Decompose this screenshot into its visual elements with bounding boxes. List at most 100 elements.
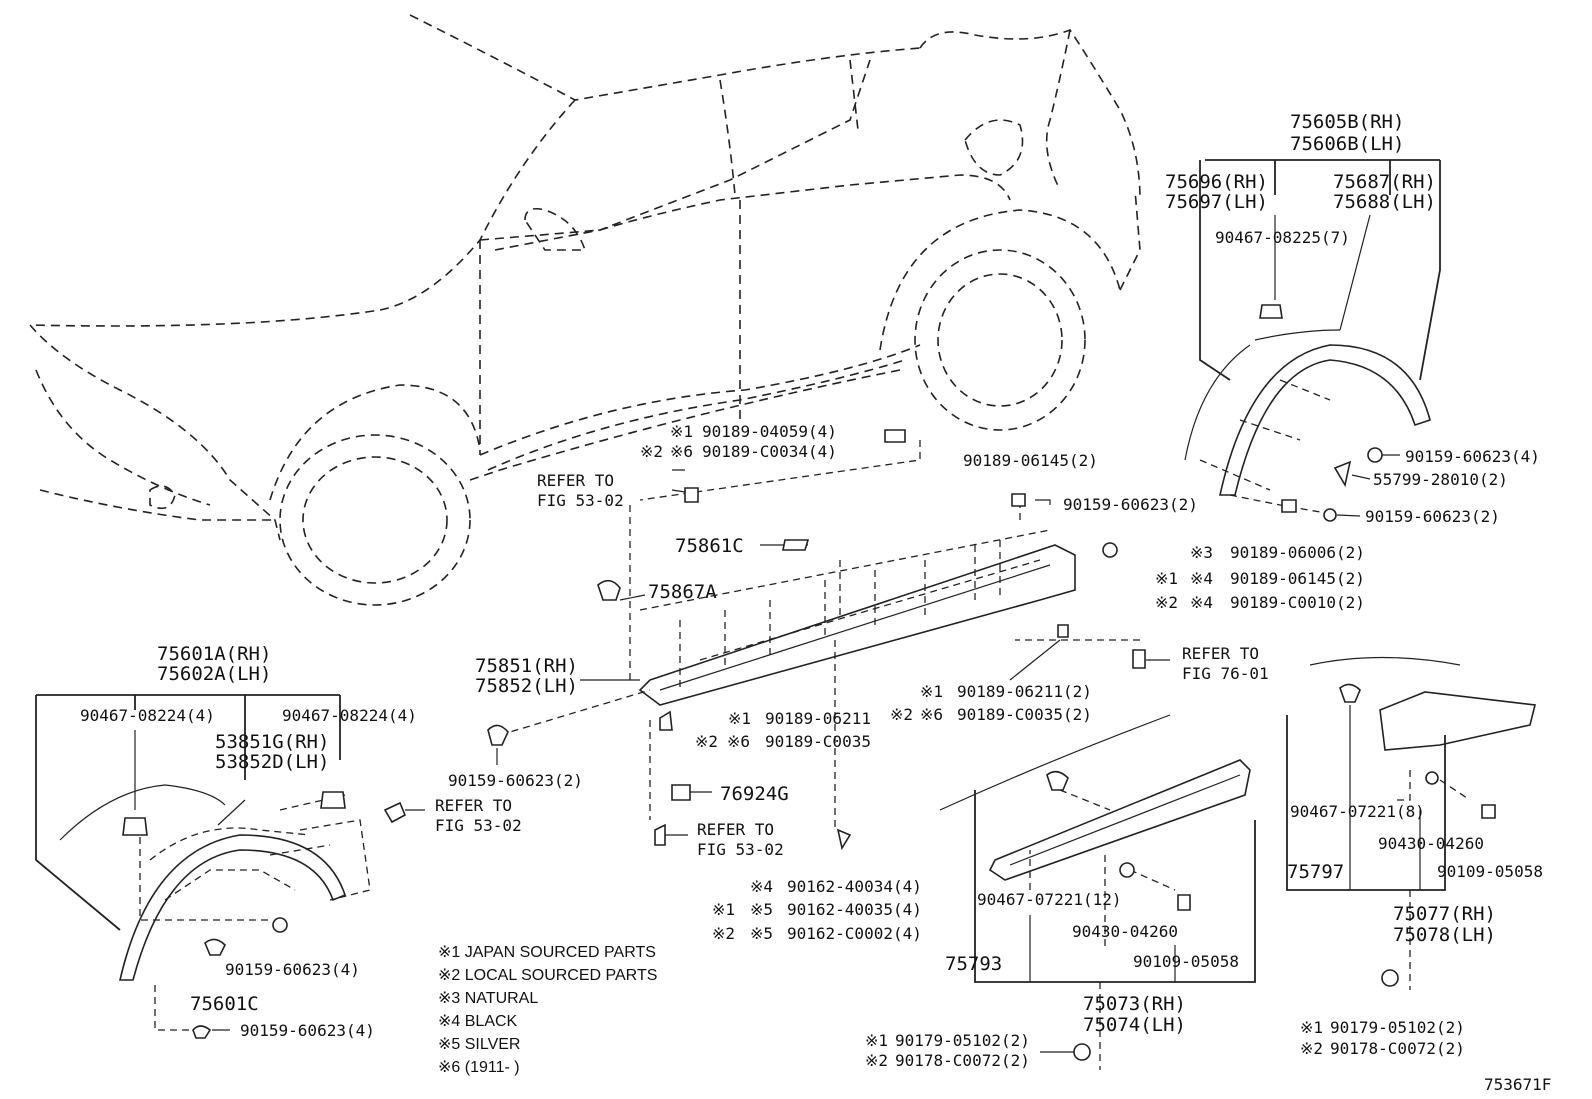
legend-6: ※6 (1911- ) [438, 1059, 520, 1076]
label-75601C: 75601C [190, 993, 259, 1015]
legend-5: ※5 SILVER [438, 1036, 520, 1053]
label-75601A: 75601A(RH) [157, 643, 271, 665]
label-90159-side: 90159-60623(2) [1063, 495, 1198, 514]
front-wheel-arch-group [35, 694, 425, 1039]
mark-2b: ※2 [1155, 593, 1178, 612]
mark-6d: ※6 [727, 732, 750, 751]
label-90162-40035: 90162-40035(4) [787, 900, 922, 919]
label-90178-C0072-a: 90178-C0072(2) [895, 1051, 1030, 1070]
label-75688: 75688(LH) [1333, 191, 1436, 213]
label-75606B: 75606B(LH) [1290, 133, 1404, 155]
refer-2b: FIG 76-01 [1182, 664, 1269, 683]
mark-5e: ※5 [750, 900, 773, 919]
mark-6c: ※6 [920, 705, 943, 724]
label-90159-fr1: 90159-60623(4) [225, 960, 360, 979]
refer-2a: REFER TO [1182, 644, 1259, 663]
mark-1c: ※1 [920, 682, 943, 701]
mark-2d: ※2 [695, 732, 718, 751]
label-75605B: 75605B(RH) [1290, 111, 1404, 133]
mark-4: ※4 [1190, 569, 1213, 588]
label-75602A: 75602A(LH) [157, 663, 271, 685]
mark-5f: ※5 [750, 924, 773, 943]
label-75797: 75797 [1287, 861, 1344, 883]
refer-3b: FIG 53-02 [697, 840, 784, 859]
label-90467-08225: 90467-08225(7) [1215, 228, 1350, 247]
mark-2: ※2 [640, 442, 663, 461]
label-90189-04059: 90189-04059(4) [702, 422, 837, 441]
label-90189-06145-top: 90189-06145(2) [963, 451, 1098, 470]
mark-4b: ※4 [1190, 593, 1213, 612]
figure-number: 753671F [1484, 1075, 1551, 1094]
label-90189-06211-2: 90189-06211(2) [957, 682, 1092, 701]
label-75867A: 75867A [648, 581, 717, 603]
mark-1b: ※1 [1155, 569, 1178, 588]
refer-4a: REFER TO [435, 796, 512, 815]
mark-4e: ※4 [750, 877, 773, 896]
label-75793: 75793 [945, 953, 1002, 975]
legend-4: ※4 BLACK [438, 1013, 518, 1030]
refer-1a: REFER TO [537, 471, 614, 490]
label-90189-C0034: 90189-C0034(4) [702, 442, 837, 461]
mark-6: ※6 [670, 442, 693, 461]
label-90467-07221-12: 90467-07221(12) [977, 890, 1122, 909]
label-90159-rr1: 90159-60623(4) [1405, 447, 1540, 466]
mark-2c: ※2 [890, 705, 913, 724]
label-90159-front: 90159-60623(2) [448, 771, 583, 790]
label-75696: 75696(RH) [1165, 171, 1268, 193]
mark-1e: ※1 [712, 900, 735, 919]
label-90189-C0010: 90189-C0010(2) [1230, 593, 1365, 612]
label-55799: 55799-28010(2) [1373, 470, 1508, 489]
label-90467-08224-r: 90467-08224(4) [282, 706, 417, 725]
label-90179-05102-b: 90179-05102(2) [1330, 1018, 1465, 1037]
mark-2g: ※2 [1300, 1039, 1323, 1058]
label-75852: 75852(LH) [475, 675, 578, 697]
label-75861C: 75861C [675, 535, 744, 557]
label-76924G: 76924G [720, 783, 789, 805]
label-90189-C0035: 90189-C0035 [765, 732, 871, 751]
label-90162-40034: 90162-40034(4) [787, 877, 922, 896]
mark-1d: ※1 [728, 709, 751, 728]
label-90179-05102-a: 90179-05102(2) [895, 1031, 1030, 1050]
vehicle-outline [29, 14, 1141, 606]
label-90109-05058-b: 90109-05058 [1437, 862, 1543, 881]
legend-2: ※2 LOCAL SOURCED PARTS [438, 967, 657, 984]
legend-1: ※1 JAPAN SOURCED PARTS [438, 944, 656, 961]
label-75687: 75687(RH) [1333, 171, 1436, 193]
label-75074: 75074(LH) [1083, 1014, 1186, 1036]
mark-1f: ※1 [865, 1031, 888, 1050]
refer-4b: FIG 53-02 [435, 816, 522, 835]
label-90162-C0002: 90162-C0002(4) [787, 924, 922, 943]
label-90189-06145-b: 90189-06145(2) [1230, 569, 1365, 588]
label-53852D: 53852D(LH) [215, 751, 329, 773]
label-75077: 75077(RH) [1393, 903, 1496, 925]
label-90430-04260-a: 90430-04260 [1072, 922, 1178, 941]
mark-1: ※1 [670, 422, 693, 441]
label-90189-C0035-2: 90189-C0035(2) [957, 705, 1092, 724]
mark-1g: ※1 [1300, 1018, 1323, 1037]
mark-3: ※3 [1190, 543, 1213, 562]
label-90189-06211: 90189-06211 [765, 709, 871, 728]
label-90178-C0072-b: 90178-C0072(2) [1330, 1039, 1465, 1058]
panel-75077-group [1286, 656, 1536, 990]
legend-3: ※3 NATURAL [438, 990, 538, 1007]
label-90189-06006: 90189-06006(2) [1230, 543, 1365, 562]
rocker-panel-group [487, 429, 1170, 851]
label-90467-08224-l: 90467-08224(4) [80, 706, 215, 725]
label-75073: 75073(RH) [1083, 993, 1186, 1015]
mark-2e: ※2 [712, 924, 735, 943]
door-molding-75073-group [939, 714, 1256, 1070]
label-53851G: 53851G(RH) [215, 731, 329, 753]
label-75697: 75697(LH) [1165, 191, 1268, 213]
label-75078: 75078(LH) [1393, 924, 1496, 946]
label-90467-07221-8: 90467-07221(8) [1290, 802, 1425, 821]
refer-3a: REFER TO [697, 820, 774, 839]
label-75851: 75851(RH) [475, 655, 578, 677]
label-90159-fr2: 90159-60623(4) [240, 1021, 375, 1040]
mark-2f: ※2 [865, 1051, 888, 1070]
rear-wheel-arch-group [1184, 159, 1441, 522]
label-90109-05058-a: 90109-05058 [1133, 952, 1239, 971]
label-90430-04260-b: 90430-04260 [1378, 834, 1484, 853]
